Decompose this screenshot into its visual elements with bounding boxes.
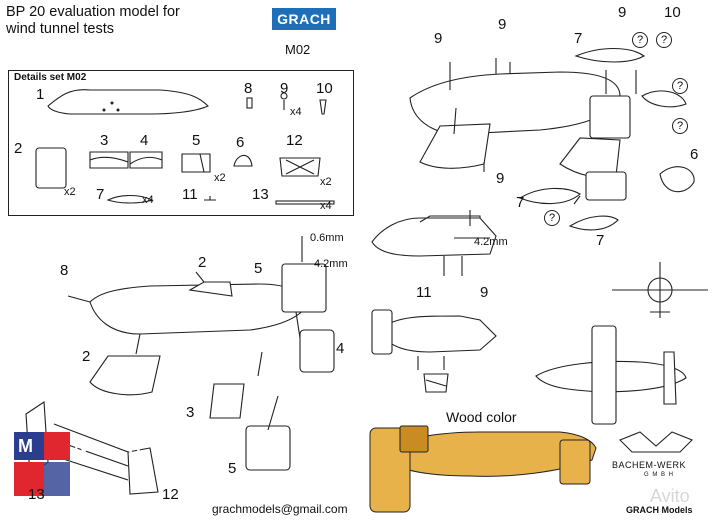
part-7-fin (106, 194, 154, 204)
dim-4-2mm-right: 4.2mm (474, 236, 508, 248)
part-10-label: 10 (316, 80, 333, 97)
details-heading: Details set M02 (14, 72, 87, 83)
question-marker: ? (672, 118, 688, 134)
contact-email: grachmodels@gmail.com (212, 502, 348, 516)
callout-7-c: 7 (596, 232, 605, 249)
part-5-qty: x2 (214, 172, 226, 184)
bachem-logo-mark (619, 431, 693, 453)
callout-4: 4 (336, 340, 345, 357)
question-marker: ? (544, 210, 560, 226)
callout-9-d: 9 (496, 170, 505, 187)
wood-color-label: Wood color (446, 409, 517, 425)
part-3-cowl (89, 151, 129, 169)
part-13-qty: x4 (320, 200, 332, 212)
callout-2-top: 2 (198, 254, 207, 271)
part-2-label: 2 (14, 140, 23, 157)
part-13-rod (275, 200, 335, 205)
callout-10: 10 (664, 4, 681, 21)
company-suffix: G M B H (644, 472, 675, 478)
part-8-label: 8 (244, 80, 253, 97)
right-exploded-view (409, 48, 695, 231)
callout-12: 12 (162, 486, 179, 503)
callout-9-e: 9 (480, 284, 489, 301)
mnh-logo (14, 432, 70, 496)
part-12-qty: x2 (320, 176, 332, 188)
part-6-label: 6 (236, 134, 245, 151)
part-5-label: 5 (192, 132, 201, 149)
part-2-engine-pod (35, 147, 67, 189)
callout-13: 13 (28, 486, 45, 503)
part-4-cowl (129, 151, 163, 169)
part-7-label: 7 (96, 186, 105, 203)
callout-3: 3 (186, 404, 195, 421)
front-view (612, 262, 708, 318)
callout-5-bottom: 5 (228, 460, 237, 477)
part-9-qty: x4 (290, 106, 302, 118)
mnh-logo-text: M N H (18, 436, 159, 456)
part-5-intake (181, 153, 211, 173)
callout-11: 11 (416, 284, 432, 301)
part-9-eyelet (280, 92, 288, 110)
wood-color-plane (369, 425, 597, 513)
part-2-qty: x2 (64, 186, 76, 198)
part-8-pin (246, 97, 253, 109)
watermark: Avito (650, 486, 690, 506)
callout-5-top: 5 (254, 260, 263, 277)
callout-8: 8 (60, 262, 69, 279)
callout-7-b: 7 (516, 194, 525, 211)
model-code: M02 (285, 42, 311, 57)
part-12-cradle (279, 157, 321, 177)
part-13-label: 13 (252, 186, 269, 203)
footer-brand: GRACH Models (626, 505, 693, 515)
callout-9-a: 9 (434, 30, 443, 47)
top-view (535, 325, 687, 425)
page-title: BP 20 evaluation model for wind tunnel t… (6, 4, 180, 37)
part-9-label: 9 (280, 80, 289, 97)
dim-0-6mm: 0.6mm (310, 232, 344, 244)
part-1-label: 1 (36, 86, 45, 103)
part-6-canopy (233, 154, 253, 167)
brand-logo: GRACH (272, 8, 336, 30)
callout-9-c: 9 (618, 4, 627, 21)
question-marker: ? (632, 32, 648, 48)
question-marker: ? (656, 32, 672, 48)
company-name: BACHEM-WERK (612, 460, 687, 470)
callout-2-bottom: 2 (82, 348, 91, 365)
side-profile (371, 210, 497, 276)
dim-4-2mm-left: 4.2mm (314, 258, 348, 270)
part-11-label: 11 (182, 186, 198, 203)
question-marker: ? (672, 78, 688, 94)
part-4-label: 4 (140, 132, 149, 149)
part-12-label: 12 (286, 132, 303, 149)
part-7-qty: x4 (142, 194, 154, 206)
callout-9-b: 9 (498, 16, 507, 33)
details-panel (8, 70, 354, 216)
callout-7-a: 7 (574, 30, 583, 47)
part-3-label: 3 (100, 132, 109, 149)
wing-view (371, 309, 497, 393)
part-10-spike (319, 99, 327, 115)
part-1-fuselage (47, 89, 209, 115)
part-11-bracket (204, 196, 216, 201)
callout-6: 6 (690, 146, 699, 163)
